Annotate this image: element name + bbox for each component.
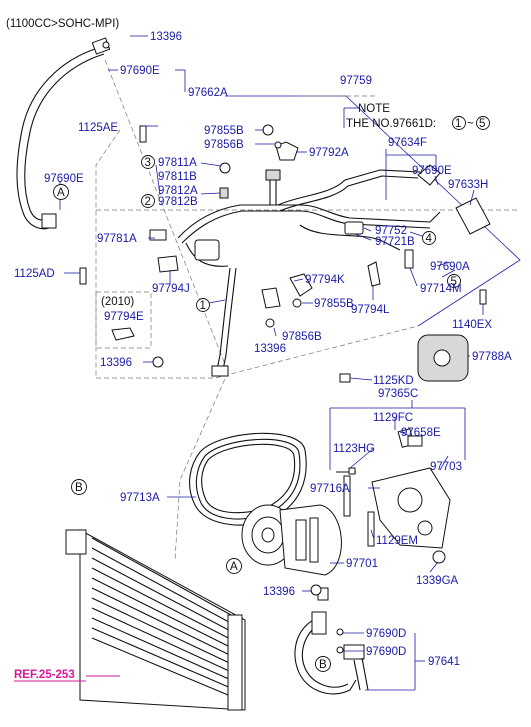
label-97855b-bot: 97855B — [314, 298, 354, 310]
callout-5: 5 — [451, 276, 457, 288]
label-97690d-1: 97690D — [366, 628, 406, 640]
label-97690a: 97690A — [430, 261, 470, 273]
suction-pipes — [79, 124, 491, 383]
label-97788a: 97788A — [472, 351, 512, 363]
bracket-97788a — [417, 334, 469, 382]
label-97690e-left: 97690E — [44, 173, 84, 185]
label-97855b-top: 97855B — [204, 125, 244, 137]
label-97811b: 97811B — [158, 171, 197, 183]
label-97794j: 97794J — [152, 283, 190, 295]
label-97856b-bot: 97856B — [282, 331, 322, 343]
label-97721b: 97721B — [375, 236, 415, 248]
label-1125ae: 1125AE — [78, 122, 118, 134]
label-97812b: 97812B — [158, 196, 198, 208]
note-box: NOTE THE NO.97661D: 1 ~ 5 — [343, 103, 490, 130]
note-range-end: 5 — [479, 118, 485, 130]
label-97690e-mid: 97690E — [412, 165, 452, 177]
inset-2010: (2010) 97794E — [101, 296, 144, 341]
label-13396-bot: 13396 — [263, 586, 295, 598]
label-97812a: 97812A — [158, 185, 198, 197]
condenser — [65, 529, 246, 711]
label-97794k: 97794K — [305, 274, 345, 286]
label-97662a: 97662A — [188, 87, 228, 99]
note-title: NOTE — [358, 103, 390, 115]
label-97716a: 97716A — [310, 483, 350, 495]
label-1140ex: 1140EX — [452, 319, 492, 331]
callout-A-bottom: A — [230, 561, 238, 573]
label-97792a: 97792A — [309, 147, 349, 159]
label-97713a: 97713A — [120, 492, 160, 504]
inset-year: (2010) — [101, 296, 134, 308]
note-range-sep: ~ — [467, 118, 474, 130]
label-97690d-2: 97690D — [366, 646, 406, 658]
callout-B-left: B — [75, 482, 83, 494]
label-1125kd: 1125KD — [373, 375, 414, 387]
label-97365c: 97365C — [378, 388, 418, 400]
label-13396-mid: 13396 — [254, 343, 286, 355]
callout-markers: 3 2 1 4 5 A A B B — [53, 155, 461, 672]
label-97633h: 97633H — [448, 179, 488, 191]
label-97856b-top: 97856B — [204, 139, 244, 151]
leader-lines — [59, 35, 484, 691]
reference-text[interactable]: REF.25-253 — [14, 669, 75, 681]
label-97759: 97759 — [340, 75, 372, 87]
label-97811a: 97811A — [158, 157, 197, 169]
label-97794l: 97794L — [351, 304, 390, 316]
note-text: THE NO.97661D: — [346, 118, 436, 130]
label-13396-top: 13396 — [150, 31, 182, 43]
callout-B-bottom: B — [319, 659, 327, 671]
label-1125ad: 1125AD — [14, 268, 55, 280]
label-1129em: 1129EM — [376, 535, 418, 547]
callout-2: 2 — [145, 196, 151, 208]
compressor-97701 — [241, 504, 342, 601]
part-labels: 13396 97690E 97662A 97759 1125AE 97855B … — [14, 31, 512, 668]
label-97658e: 97658E — [401, 427, 441, 439]
callout-4: 4 — [426, 233, 433, 245]
label-97714m: 97714M — [420, 283, 462, 295]
label-1129fc: 1129FC — [373, 412, 413, 424]
variant-title: (1100CC>SOHC-MPI) — [6, 18, 119, 30]
label-97690e-top: 97690E — [120, 65, 160, 77]
reference-link[interactable]: REF.25-253 — [14, 669, 120, 682]
note-range-start: 1 — [455, 118, 461, 130]
discharge-hose-97662a — [16, 37, 111, 230]
inset-part-97794e: 97794E — [104, 311, 144, 323]
label-13396-left: 13396 — [100, 357, 132, 369]
label-97752: 97752 — [375, 225, 407, 237]
assembly-frame — [95, 59, 521, 561]
suction-hose-97641 — [294, 584, 369, 695]
label-97641: 97641 — [428, 656, 460, 668]
callout-A-top: A — [57, 187, 65, 199]
label-97634f: 97634F — [388, 137, 427, 149]
callout-1: 1 — [200, 300, 206, 312]
callout-3: 3 — [145, 157, 151, 169]
label-1339ga: 1339GA — [416, 575, 459, 587]
compressor-bracket-97703 — [336, 428, 451, 564]
label-97703: 97703 — [430, 461, 462, 473]
label-1123hg: 1123HG — [333, 443, 375, 455]
label-97781a: 97781A — [97, 233, 137, 245]
label-97701: 97701 — [346, 558, 378, 570]
